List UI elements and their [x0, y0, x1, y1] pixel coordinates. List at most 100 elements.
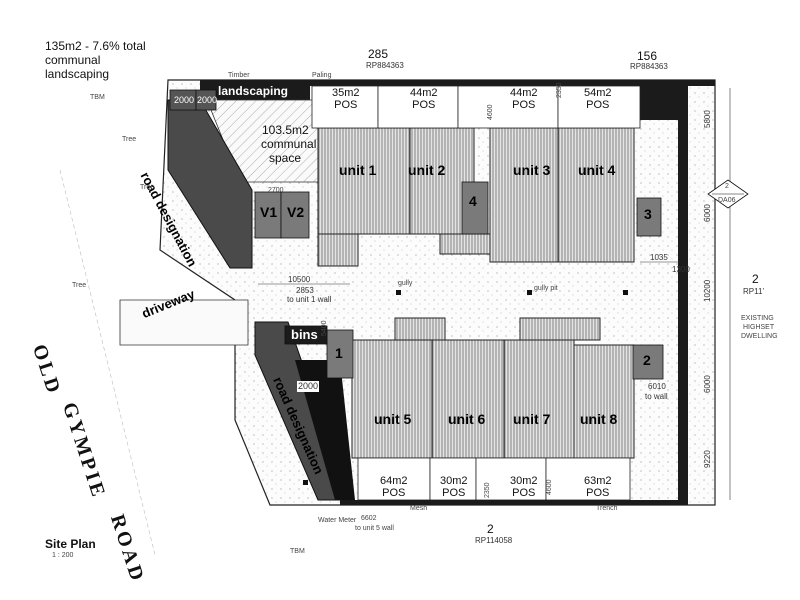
- landscaping-note-1: 135m2 - 7.6% total: [45, 39, 146, 53]
- parking-bay-3: [636, 197, 662, 237]
- pos-bottom-1-area: [357, 457, 431, 501]
- to-wall-label: to wall: [645, 392, 668, 401]
- rp-north: RP884363: [366, 61, 404, 70]
- dim-6602: 6602: [361, 515, 377, 522]
- east-note-2: HIGHSET: [743, 324, 775, 331]
- unit-4-label: unit 4: [578, 162, 616, 178]
- tree-label-3: Tree: [122, 136, 137, 143]
- dim-1035: 1035: [650, 253, 668, 262]
- gully-label: gully: [398, 280, 413, 287]
- unit-8-footprint: [573, 344, 635, 459]
- parking-bay-4: [461, 181, 489, 235]
- landscaping-note-3: landscaping: [45, 67, 110, 81]
- parking-bay-1-label: 1: [335, 345, 343, 361]
- landscaping-band: [200, 80, 310, 100]
- dim-5400: 5400: [321, 320, 328, 336]
- bottom-left-dark-strip: [295, 360, 355, 500]
- unit-2-label: unit 2: [408, 162, 446, 178]
- communal-area: 103.5m2: [262, 123, 309, 137]
- visitor-bay-v2-label: V2: [287, 204, 305, 220]
- water-meter-label: Water Meter: [318, 517, 357, 524]
- parking-bay-2-label: 2: [643, 352, 651, 368]
- east-rp: RP11’: [743, 287, 765, 296]
- dim-right-9220: 9220: [703, 450, 712, 468]
- dim-4600-bottom: 4600: [546, 479, 553, 495]
- pos-top-1-area: [311, 85, 379, 129]
- trench-label: Trench: [596, 505, 618, 512]
- east-note-3: DWELLING: [741, 333, 778, 340]
- unit-6-footprint: [431, 339, 505, 459]
- da-tag-number: 2: [725, 183, 729, 190]
- unit-4-footprint: [557, 127, 635, 263]
- road-2000-box-b: [195, 89, 217, 111]
- parking-bay-4-label: 4: [469, 193, 477, 209]
- pos-top-4-area: [557, 85, 641, 129]
- to-unit-1-wall: to unit 1 wall: [287, 295, 332, 304]
- dim-4600-top: 4600: [487, 104, 494, 120]
- pos-top-3-area: [457, 85, 559, 129]
- east-note-1: EXISTING: [741, 315, 774, 322]
- landscaping-note-2: communal: [45, 53, 101, 67]
- timber-fence-label: Timber: [228, 72, 250, 79]
- unit-7-step: [519, 317, 601, 341]
- dim-2700-label: 2700: [268, 187, 284, 194]
- unit-7-footprint: [503, 339, 575, 459]
- paling-fence-label: Paling: [312, 72, 332, 79]
- to-unit-5-wall: to unit 5 wall: [355, 525, 394, 532]
- unit-6-label: unit 6: [448, 411, 486, 427]
- mesh-label: Mesh: [410, 505, 428, 512]
- parking-bay-2: [632, 344, 664, 380]
- communal-line2: space: [269, 151, 302, 165]
- driveway-band: [119, 299, 249, 346]
- unit-7-label: unit 7: [513, 411, 551, 427]
- bins-box: [284, 325, 328, 345]
- gymp-road-edge: [59, 169, 156, 556]
- tbm-label-top: TBM: [90, 94, 105, 101]
- da-tag-sheet: DA06: [718, 197, 736, 204]
- lot-ne-number: 156: [637, 49, 658, 63]
- dim-2000-b: 2000: [197, 95, 218, 105]
- unit-8-label: unit 8: [580, 411, 618, 427]
- dim-2000-c: 2000: [297, 381, 320, 392]
- top-boundary-strip: [310, 80, 715, 86]
- dim-10500: 10500: [288, 275, 311, 284]
- pos-bottom-4-area: [545, 457, 631, 501]
- unit-3-label: unit 3: [513, 162, 551, 178]
- parking-bay-3-label: 3: [644, 206, 652, 222]
- unit-1-step: [317, 233, 359, 267]
- visitor-bay-v1-label: V1: [260, 204, 278, 220]
- visitor-bay-v1: [254, 191, 282, 239]
- bottom-boundary-strip: [340, 500, 685, 505]
- dim-6010: 6010: [648, 382, 666, 391]
- gully-pit-4: [303, 480, 308, 485]
- dim-right-5800: 5800: [703, 110, 712, 128]
- gully-pit-2: [527, 290, 532, 295]
- unit-5-step: [394, 317, 446, 341]
- unit-2-step: [439, 233, 491, 255]
- tbm-label-bottom: TBM: [290, 548, 305, 555]
- unit-1-label: unit 1: [339, 162, 377, 178]
- dim-right-6000-a: 6000: [703, 204, 712, 222]
- communal-line1: communal: [261, 137, 317, 151]
- site-plan-scale: 1 : 200: [52, 552, 74, 559]
- pos-bottom-2-area: [429, 457, 477, 501]
- dim-2350-top: 2350: [556, 82, 563, 98]
- bins-label: bins: [291, 327, 318, 342]
- dim-1300: 1300: [672, 265, 690, 274]
- lot-north-number: 285: [368, 47, 389, 61]
- gully-pit-1: [396, 290, 401, 295]
- east-boundary-strip: [678, 80, 688, 505]
- dim-right-10200: 10200: [703, 279, 712, 302]
- dim-2350-bottom: 2350: [484, 482, 491, 498]
- east-lot-number: 2: [752, 272, 759, 286]
- south-lot-number: 2: [487, 522, 494, 536]
- landscaping-label: landscaping: [218, 84, 289, 98]
- site-plan-title: Site Plan: [45, 537, 96, 551]
- pos-bottom-3-area: [475, 457, 547, 501]
- south-rp: RP114058: [475, 536, 513, 545]
